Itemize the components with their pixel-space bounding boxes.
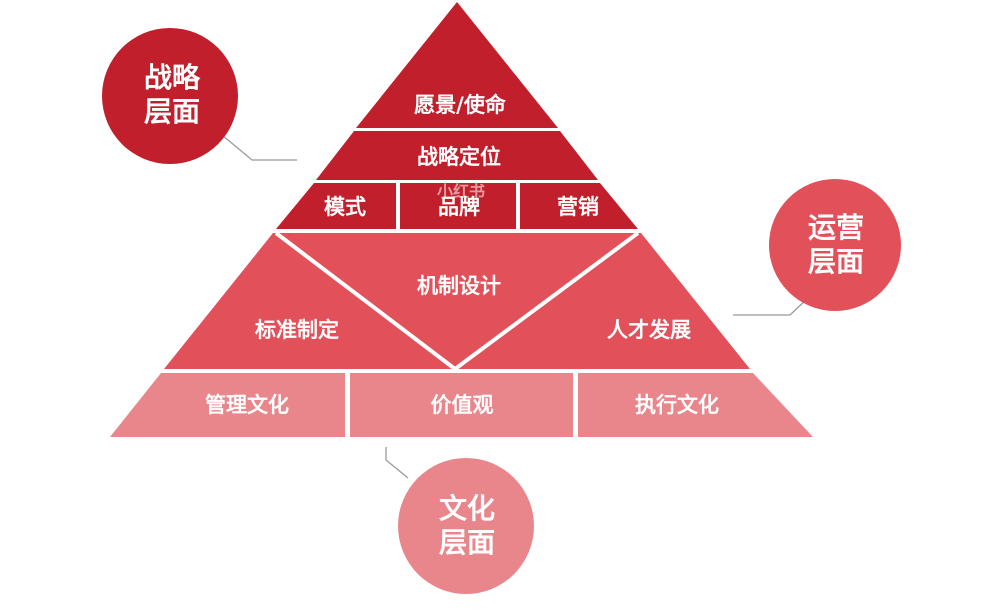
talent-label: 人才发展	[607, 318, 691, 342]
positioning-segment	[316, 131, 598, 180]
watermark: 小红书	[437, 182, 485, 201]
operation-badge-line2: 层面	[808, 245, 864, 278]
operation-badge-line1: 运营	[808, 211, 864, 244]
values-segment	[350, 373, 573, 437]
mgmt-culture-label: 管理文化	[205, 393, 289, 417]
operation-layer-badge: 运营 层面	[769, 179, 901, 311]
culture-badge-line1: 文化	[439, 492, 495, 525]
marketing-segment	[520, 183, 638, 229]
mgmt-culture-segment	[110, 373, 345, 437]
marketing-label: 营销	[557, 195, 599, 219]
model-label: 模式	[324, 195, 366, 219]
operation-leader-line	[733, 297, 809, 316]
positioning-label: 战略定位	[417, 145, 501, 169]
operation-band	[164, 233, 750, 369]
culture-leader-line	[385, 447, 409, 479]
strategy-badge-line2: 层面	[144, 95, 200, 128]
exec-culture-label: 执行文化	[635, 393, 719, 417]
vision-label: 愿景/使命	[414, 93, 507, 117]
brand-segment	[400, 183, 516, 229]
exec-culture-segment	[578, 373, 813, 437]
standards-label: 标准制定	[255, 318, 339, 342]
culture-badge-line2: 层面	[439, 526, 495, 559]
strategy-layer-badge: 战略 层面	[102, 28, 238, 164]
v-divider-left	[274, 231, 457, 371]
v-divider-right	[453, 231, 640, 371]
mechanism-label: 机制设计	[417, 274, 501, 298]
culture-layer-badge: 文化 层面	[398, 458, 534, 594]
strategy-badge-line1: 战略	[144, 61, 201, 94]
brand-label: 品牌	[438, 195, 480, 219]
strategy-leader-line	[221, 134, 297, 161]
model-segment	[276, 183, 396, 229]
values-label: 价值观	[431, 393, 494, 417]
vision-segment	[356, 2, 558, 128]
